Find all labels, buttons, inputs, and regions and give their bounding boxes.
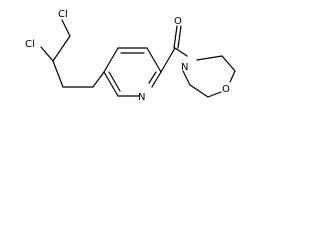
- bond-morph-c1-c2: [189, 84, 209, 98]
- bond-morph-c3-c4: [221, 55, 236, 72]
- bond-morph-c2-o: [207, 91, 222, 98]
- bond-chcl-ch2b: [52, 60, 64, 88]
- bond-carbonyl-n: [174, 47, 188, 57]
- molecule-structure: Cl Cl N O N O: [25, 9, 236, 103]
- bond-ring-c5-c4: [103, 47, 119, 73]
- atom-n-morpholine: N: [181, 62, 188, 73]
- bond-morph-o-c3: [229, 70, 236, 83]
- atom-o-morpholine: O: [222, 84, 230, 95]
- atom-o-carbonyl: O: [174, 16, 182, 27]
- bond-ring-carbonyl: [160, 47, 176, 73]
- bond-ring-c2-n-double: [148, 71, 157, 84]
- bond-ring-c3-c2: [146, 47, 162, 73]
- bond-ring-c6-c5-double: [108, 71, 121, 92]
- atom-n-pyridine: N: [138, 92, 145, 103]
- bond-ch2-chcl: [52, 35, 71, 62]
- bond-carbonyl-o-double: [177, 25, 182, 49]
- bond-ch2c-ring: [92, 71, 105, 88]
- bond-morph-n-c1: [182, 70, 191, 86]
- bond-ring-c2-n: [151, 71, 162, 88]
- bond-cl-ch2: [61, 19, 71, 37]
- atom-labels: Cl Cl N O N O: [25, 9, 230, 103]
- bond-morph-c4-n: [196, 55, 223, 61]
- bond-chcl-cl: [40, 46, 54, 62]
- bonds: [40, 19, 236, 98]
- atom-cl-mid: Cl: [25, 39, 35, 50]
- bond-ring-c6-c5: [103, 71, 119, 97]
- bond-carbonyl-o: [173, 25, 178, 49]
- atom-cl-top: Cl: [58, 9, 68, 20]
